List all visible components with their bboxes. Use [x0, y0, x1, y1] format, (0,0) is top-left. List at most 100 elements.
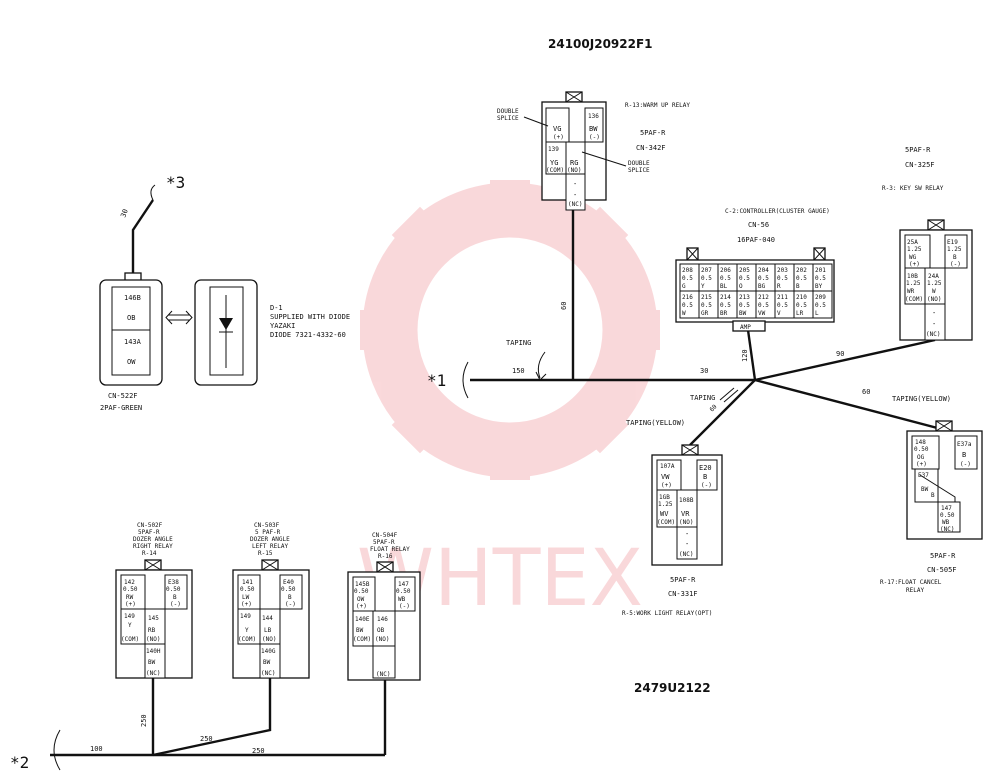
c2-pin-text: 212	[758, 294, 769, 301]
svg-text:(NO): (NO)	[262, 636, 276, 643]
svg-text:(COM): (COM)	[121, 636, 139, 643]
svg-text:WB: WB	[942, 519, 950, 526]
r3-cn: CN-325F	[905, 161, 935, 169]
c2-pin-text: 213	[739, 294, 750, 301]
c2-pin-cell	[812, 290, 833, 319]
svg-text:143A: 143A	[124, 338, 142, 346]
svg-text:1.25: 1.25	[907, 246, 922, 253]
svg-text:108B: 108B	[679, 497, 694, 504]
svg-text:Y: Y	[245, 627, 249, 634]
marker-3: *3	[166, 173, 185, 192]
relay-r13: VG (+) 136 BW (-) 139 YG (COM) RG (NO) -…	[541, 91, 607, 211]
svg-text:145: 145	[148, 615, 159, 622]
c2-pin-text: 0.5	[758, 275, 769, 282]
c2-pin-text: GR	[701, 310, 709, 317]
r15-type: 5 PAF-R	[255, 529, 281, 536]
svg-text:0.50: 0.50	[123, 586, 138, 593]
svg-text:OB: OB	[127, 314, 135, 322]
c2-pin-text: 203	[777, 267, 788, 274]
c2-pin-text: BW	[739, 310, 747, 317]
cn522-type: 2PAF-GREEN	[100, 404, 142, 412]
svg-text:(COM): (COM)	[657, 519, 675, 526]
svg-text:(NC): (NC)	[261, 670, 275, 677]
svg-text:VW: VW	[661, 473, 670, 481]
watermark-gear-ring	[362, 182, 658, 478]
len-150: 150	[512, 367, 525, 375]
r5-cn: CN-331F	[668, 590, 698, 598]
svg-text:(+): (+)	[553, 134, 564, 141]
c2-pin-text: L	[815, 310, 819, 317]
c2-pin-text: W	[682, 310, 686, 317]
svg-text:140G: 140G	[261, 648, 276, 655]
svg-text:WV: WV	[660, 510, 669, 518]
svg-text:141: 141	[242, 579, 253, 586]
c2-pin-text: BG	[758, 283, 766, 290]
svg-text:(NO): (NO)	[375, 636, 389, 643]
c2-pin-text: V	[777, 310, 781, 317]
svg-text:OG: OG	[917, 454, 925, 461]
wire-harness	[50, 184, 946, 771]
c2-pin-text: BL	[720, 283, 728, 290]
svg-text:E19: E19	[947, 239, 958, 246]
svg-text:146B: 146B	[124, 294, 141, 302]
svg-text:Y: Y	[128, 622, 132, 629]
r14-desc-2: RIGHT RELAY	[133, 543, 173, 550]
r17-type: 5PAF-R	[930, 552, 956, 560]
svg-text:B: B	[962, 451, 966, 459]
svg-text:-: -	[685, 530, 689, 538]
svg-text:(+): (+)	[356, 603, 367, 610]
taping-label-3: TAPING(YELLOW)	[626, 419, 685, 427]
svg-text:25A: 25A	[907, 239, 918, 246]
r16-type: 5PAF-R	[373, 539, 395, 546]
r17-cn: CN-505F	[927, 566, 957, 574]
svg-text:E40: E40	[283, 579, 294, 586]
svg-text:148: 148	[915, 439, 926, 446]
svg-text:WB: WB	[398, 596, 406, 603]
svg-text:-: -	[685, 540, 689, 548]
svg-text:0.50: 0.50	[914, 446, 929, 453]
c2-pin-text: 0.5	[815, 302, 826, 309]
svg-text:RW: RW	[126, 594, 134, 601]
svg-text:-: -	[932, 309, 936, 317]
svg-text:OW: OW	[127, 358, 136, 366]
svg-text:B: B	[931, 492, 935, 499]
r13-type: 5PAF-R	[640, 129, 666, 137]
leader-line	[581, 151, 627, 167]
svg-text:147: 147	[941, 505, 952, 512]
r14-desc-1: DOZER ANGLE	[133, 536, 173, 543]
c2-pin-text: 206	[720, 267, 731, 274]
c2-pin-text: 204	[758, 267, 769, 274]
r14-type: 5PAF-R	[138, 529, 160, 536]
svg-text:B: B	[703, 473, 707, 481]
c2-amp: AMP	[740, 324, 751, 331]
diode-line-2: SUPPLIED WITH DIODE	[270, 313, 350, 321]
r13-splice-2b: SPLICE	[628, 167, 650, 174]
len-60-r13: 60	[560, 302, 568, 310]
svg-text:WG: WG	[909, 254, 917, 261]
doc-code-bottom: 2479U2122	[634, 681, 711, 695]
svg-text:(-): (-)	[285, 601, 296, 608]
len-30-cn522: 30	[119, 208, 129, 219]
svg-text:(NC): (NC)	[679, 551, 693, 558]
watermark-gear-teeth	[360, 180, 660, 480]
svg-text:BW: BW	[356, 627, 364, 634]
svg-text:(NC): (NC)	[568, 201, 582, 208]
svg-text:(NO): (NO)	[679, 519, 693, 526]
len-250-b: 250	[252, 747, 265, 755]
r5-type: 5PAF-R	[670, 576, 696, 584]
c2-pin-text: 216	[682, 294, 693, 301]
svg-text:(-): (-)	[950, 261, 961, 268]
relay-r3: 25A 1.25 WG (+) E19 1.25 B (-) 10B 1.25 …	[899, 219, 973, 341]
marker-1: *1	[427, 371, 446, 390]
svg-text:1.25: 1.25	[906, 280, 921, 287]
c2-pin-text: O	[739, 283, 743, 290]
c2-pin-text: 0.5	[682, 275, 693, 282]
svg-text:1.25: 1.25	[947, 246, 962, 253]
c2-pin-text: 210	[796, 294, 807, 301]
svg-text:0.50: 0.50	[354, 588, 369, 595]
svg-text:147: 147	[398, 581, 409, 588]
svg-text:E37a: E37a	[957, 441, 972, 448]
len-120: 120	[741, 349, 749, 362]
svg-text:139: 139	[548, 146, 559, 153]
